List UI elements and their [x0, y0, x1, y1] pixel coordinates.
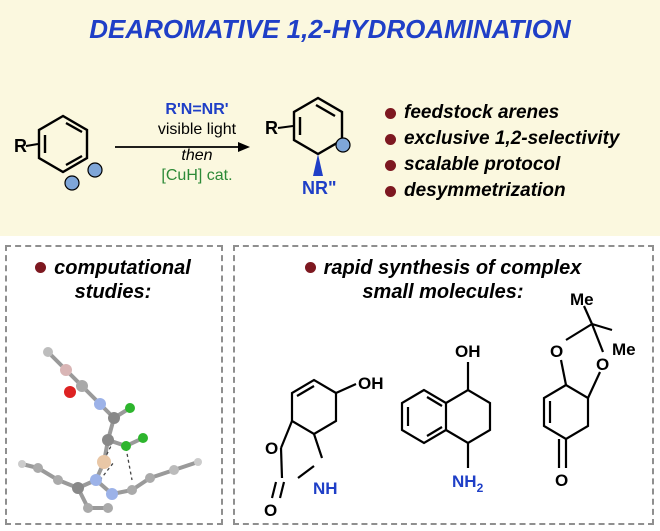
feature-item: feedstock arenes: [385, 100, 619, 126]
arrow-head: [238, 142, 250, 152]
bullet-icon: [35, 262, 47, 273]
bullet-icon: [385, 107, 396, 119]
condition-then: then: [181, 147, 213, 164]
molecule-aminotetralol: [400, 362, 492, 468]
feature-item: desymmetrization: [385, 178, 619, 204]
synthesis-panel: [233, 245, 654, 525]
feature-item: exclusive 1,2-selectivity: [385, 126, 619, 152]
mol1-o-label: O: [265, 439, 278, 458]
condition-light: visible light: [157, 121, 237, 138]
reactant-arene: [37, 114, 89, 174]
catalyst-label: [CuH] cat.: [161, 167, 233, 184]
mol1-carbonyl-label: O: [264, 501, 277, 520]
reactant-r-label: R: [14, 136, 27, 156]
mol3-ketone-label: O: [555, 471, 568, 490]
feature-list: feedstock arenes exclusive 1,2-selectivi…: [385, 100, 619, 204]
page-title: DEAROMATIVE 1,2-HYDROAMINATION: [89, 14, 571, 44]
wedge-bond: [313, 154, 323, 176]
synthesis-heading: rapid synthesis of complex small molecul…: [236, 256, 650, 304]
mol3-me2-label: Me: [612, 340, 636, 359]
reagent-label: R'N=NR': [165, 101, 229, 118]
bullet-icon: [385, 159, 396, 171]
reaction-conditions: R'N=NR' visible light then [CuH] cat.: [112, 100, 282, 186]
mol2-nh2-label: NH2: [452, 472, 484, 495]
reactive-site-marker: [87, 162, 103, 178]
reaction-scheme: R R NR": [14, 96, 351, 198]
molecule-acetonide-enone: [542, 305, 613, 468]
mol1-nh-label: NH: [313, 479, 338, 498]
mol3-me1-label: Me: [570, 290, 594, 309]
bullet-icon: [304, 262, 316, 273]
computational-structure-image: [18, 347, 202, 513]
product-amine-label: NR": [302, 178, 337, 198]
computational-panel: [5, 245, 223, 525]
bullet-icon: [385, 185, 396, 197]
reactive-site-marker: [335, 137, 351, 153]
molecule-oxazolidinone: [270, 378, 357, 499]
mol3-o1-label: O: [550, 342, 563, 361]
computational-heading: computational studies:: [8, 256, 218, 304]
mol1-oh-label: OH: [358, 374, 384, 393]
reactive-site-marker: [64, 175, 80, 191]
feature-item: scalable protocol: [385, 152, 619, 178]
bullet-icon: [385, 133, 396, 145]
mol3-o2-label: O: [596, 355, 609, 374]
mol2-oh-label: OH: [455, 342, 481, 361]
reaction-panel: [0, 0, 660, 236]
product-r-label: R: [265, 118, 278, 138]
